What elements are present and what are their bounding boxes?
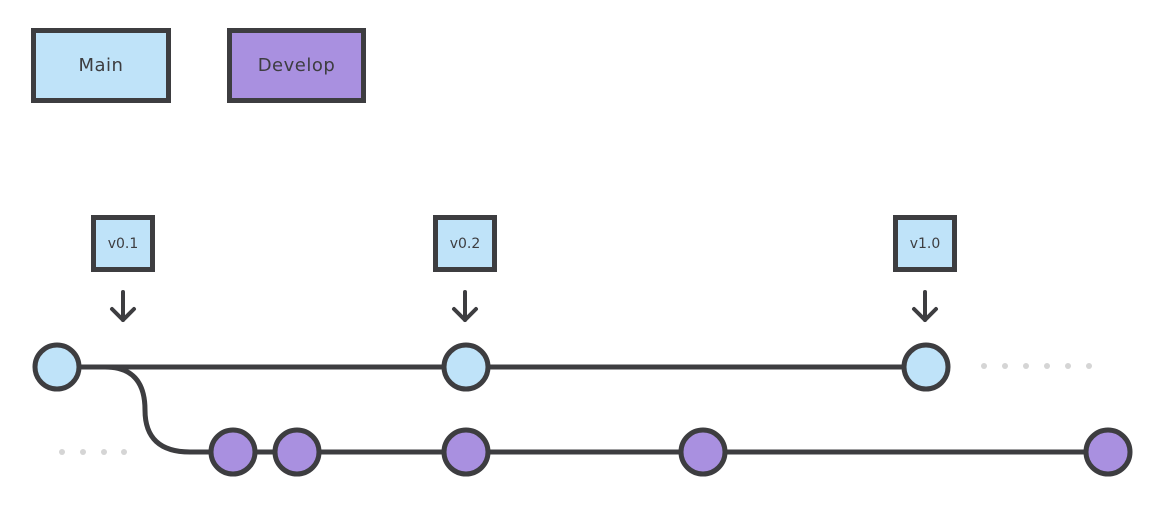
legend-main: Main: [31, 28, 171, 103]
develop-commit: [208, 427, 258, 477]
tag-label: v1.0: [909, 235, 941, 252]
main-commit: [441, 342, 491, 392]
develop-commit: [1083, 427, 1133, 477]
main-continuation-dots: [981, 363, 1092, 369]
main-commit: [32, 342, 82, 392]
develop-commit: [441, 427, 491, 477]
tag-label: v0.2: [449, 235, 481, 252]
tag-arrows: [110, 290, 938, 322]
legend-develop-label: Develop: [257, 55, 336, 76]
develop-prior-dots: [59, 449, 127, 455]
main-commits: [32, 342, 951, 392]
arrow-down-icon: [110, 290, 136, 322]
arrow-down-icon: [912, 290, 938, 322]
develop-branch-curve: [80, 364, 233, 455]
legend-main-label: Main: [78, 55, 124, 76]
tag-v1-0: v1.0: [893, 215, 957, 272]
develop-commit: [678, 427, 728, 477]
tag-label: v0.1: [107, 235, 139, 252]
main-commit: [901, 342, 951, 392]
tag-v0-2: v0.2: [433, 215, 497, 272]
arrow-down-icon: [452, 290, 478, 322]
develop-commits: [208, 427, 1133, 477]
legend-develop: Develop: [227, 28, 366, 103]
develop-commit: [272, 427, 322, 477]
tag-v0-1: v0.1: [91, 215, 155, 272]
